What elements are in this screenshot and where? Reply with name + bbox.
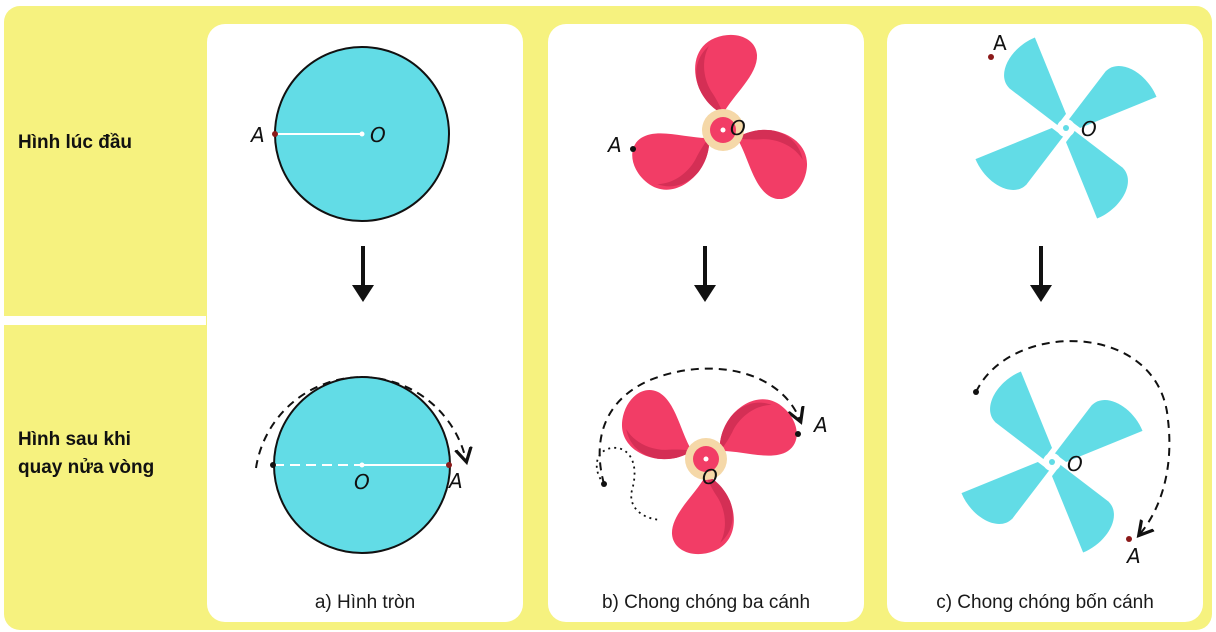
row-label-after: Hình sau khi quay nửa vòng xyxy=(18,426,198,482)
point-a-marker xyxy=(1126,536,1132,542)
caption-circle: a) Hình tròn xyxy=(314,592,416,613)
label-o: O xyxy=(730,116,746,140)
row-label-after-line2: quay nửa vòng xyxy=(18,457,155,478)
point-a-marker xyxy=(272,131,278,137)
blade-tip-path xyxy=(595,447,661,521)
down-arrow-a xyxy=(352,246,374,302)
down-arrow-b xyxy=(694,246,716,302)
caption-three-blade: b) Chong chóng ba cánh xyxy=(601,592,811,613)
label-o: O xyxy=(370,123,386,147)
label-a: A xyxy=(606,133,622,157)
panel-circle-caption-area: a) Hình tròn xyxy=(207,24,523,622)
caption-four-blade: c) Chong chóng bốn cánh xyxy=(936,592,1154,613)
circle-rotated: O A xyxy=(255,376,466,554)
three-blade-initial: A O xyxy=(606,34,820,208)
row-label-after-line1: Hình sau khi xyxy=(18,429,131,450)
rotation-arc xyxy=(598,367,800,485)
row-label-initial: Hình lúc đầu xyxy=(18,129,198,157)
panel-four-blade-caption-area: c) Chong chóng bốn cánh xyxy=(887,24,1203,622)
label-o: O xyxy=(354,470,370,494)
rotation-arc xyxy=(975,340,1171,534)
three-blade-rotated: A O xyxy=(595,367,828,555)
panel-three-blade-caption-area: b) Chong chóng ba cánh xyxy=(548,24,864,622)
circle-initial: A O xyxy=(249,46,450,222)
four-blade-rotated: A O xyxy=(958,340,1171,568)
label-a: A xyxy=(812,413,828,437)
label-o: O xyxy=(1067,452,1083,476)
point-a-marker xyxy=(988,54,994,60)
label-a: A xyxy=(993,31,1007,55)
label-a: A xyxy=(249,123,265,147)
down-arrow-c xyxy=(1030,246,1052,302)
label-a: A xyxy=(447,469,463,493)
label-o: O xyxy=(1081,117,1097,141)
row-divider xyxy=(4,316,206,325)
row-label-initial-text: Hình lúc đầu xyxy=(18,132,132,153)
label-o: O xyxy=(702,465,718,489)
four-blade-initial: A O xyxy=(972,31,1160,222)
label-a: A xyxy=(1125,544,1141,568)
point-a-marker xyxy=(446,462,452,468)
